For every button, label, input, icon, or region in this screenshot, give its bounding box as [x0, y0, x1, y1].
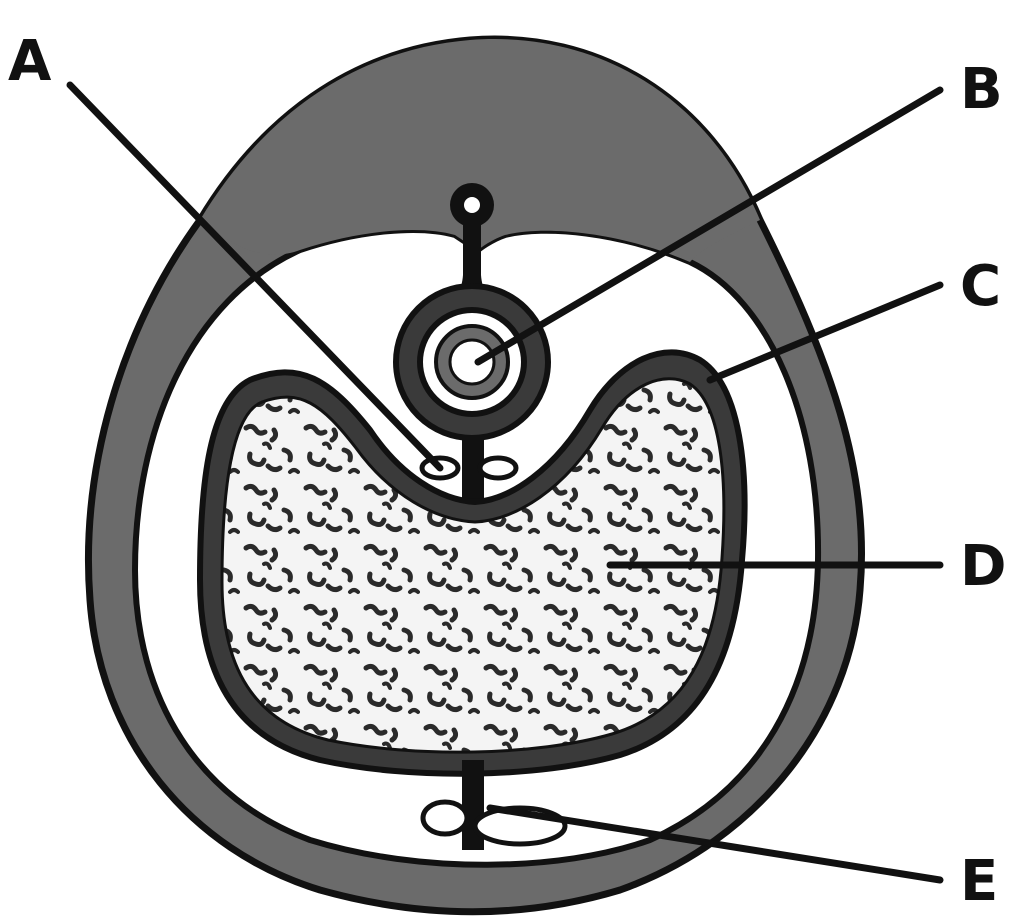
dorsal-mesentery [448, 225, 496, 310]
mesentery-node-right [477, 455, 519, 481]
label-b: B [960, 57, 1003, 122]
leader-line-b [474, 86, 944, 366]
label-d: D [960, 534, 1006, 599]
ventral-mesentery-upper [462, 436, 484, 500]
leader-line-e [486, 804, 944, 884]
gut-lumen [448, 338, 496, 386]
label-a: A [8, 29, 52, 94]
dorsal-tube-lumen [464, 197, 480, 213]
label-e: E [960, 849, 998, 914]
label-c: C [960, 254, 1001, 319]
lower-node-left [420, 799, 470, 837]
yolk [220, 377, 726, 754]
dorsal-tissue [200, 39, 760, 263]
leader-line-c [706, 281, 944, 384]
leader-line-a [66, 81, 444, 472]
